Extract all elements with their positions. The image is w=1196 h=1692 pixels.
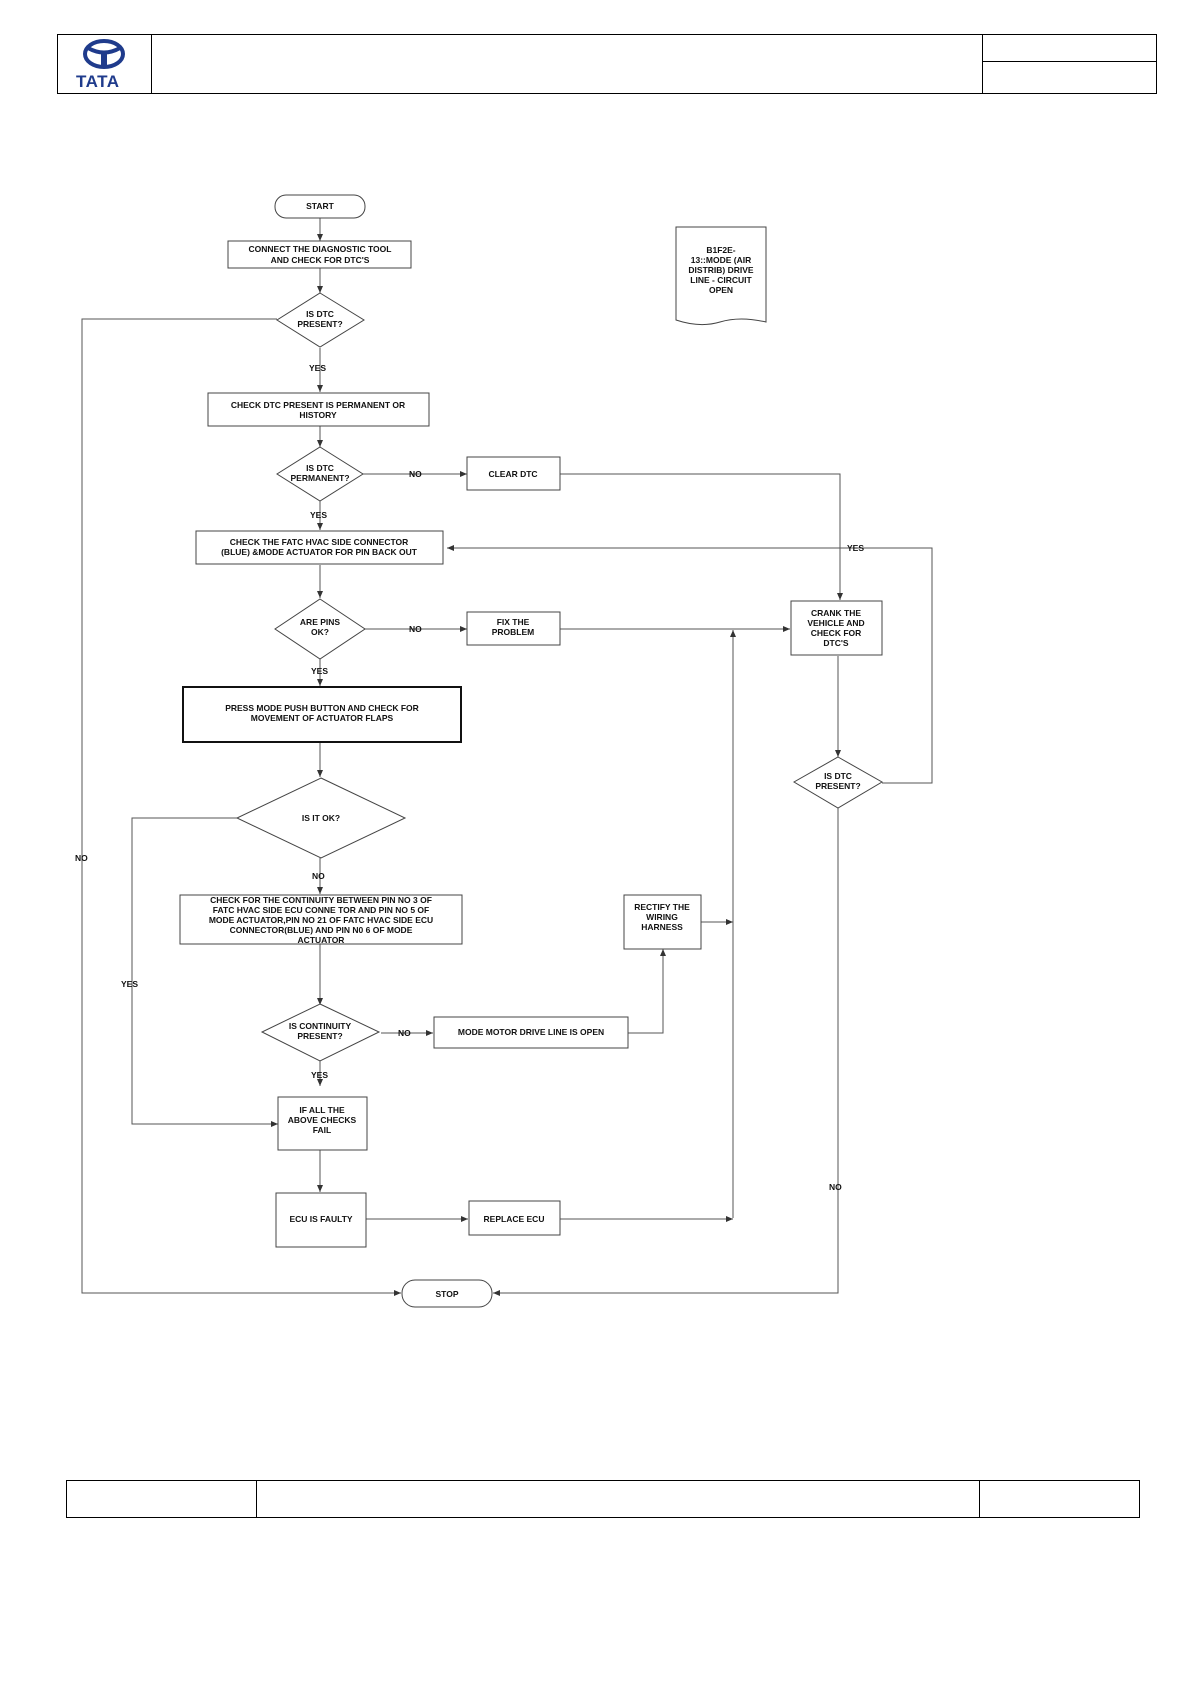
flow-text-10: OK? xyxy=(311,627,329,637)
connectors xyxy=(81,218,933,1296)
start-label: START xyxy=(306,201,335,211)
flow-text-38: STOP xyxy=(436,1289,459,1299)
connect-tool-box: CONNECT THE DIAGNOSTIC TOOL AND CHECK FO… xyxy=(227,240,412,269)
connect-tool-line-1: CONNECT THE DIAGNOSTIC TOOL xyxy=(249,244,392,254)
flow-text-43: OPEN xyxy=(709,285,733,295)
ecu-faulty-box: ECU IS FAULTY xyxy=(275,1192,367,1248)
start-terminal: START xyxy=(274,194,366,219)
press-mode-box: PRESS MODE PUSH BUTTON AND CHECK FOR MOV… xyxy=(182,686,462,743)
flow-text-6: CLEAR DTC xyxy=(488,469,537,479)
flow-text-0: IS DTC xyxy=(306,309,334,319)
flow-text-39: B1F2E- xyxy=(706,245,735,255)
flow-text-8: (BLUE) &MODE ACTUATOR FOR PIN BACK OUT xyxy=(221,547,418,557)
decision-dtc-present-1: IS DTC PRESENT? xyxy=(276,292,365,348)
label-no-pins: NO xyxy=(409,624,422,634)
label-yes-ok: YES xyxy=(121,979,138,989)
decision-is-it-ok: IS IT OK? xyxy=(235,777,407,859)
check-permanent-box: CHECK DTC PRESENT IS PERMANENT OR HISTOR… xyxy=(207,392,430,427)
flow-text-31: PRESENT? xyxy=(297,1031,342,1041)
logo-brand-text: TATA xyxy=(76,72,120,91)
flow-text-16: DTC'S xyxy=(823,638,848,648)
flow-text-28: WIRING xyxy=(646,912,678,922)
flow-text-13: CRANK THE xyxy=(811,608,861,618)
flow-text-1: PRESENT? xyxy=(297,319,342,329)
flow-text-17: PRESS MODE PUSH BUTTON AND CHECK FOR xyxy=(225,703,419,713)
flow-text-2: CHECK DTC PRESENT IS PERMANENT OR xyxy=(231,400,405,410)
stop-terminal: STOP xyxy=(401,1279,493,1308)
flow-text-22: CHECK FOR THE CONTINUITY BETWEEN PIN NO … xyxy=(210,895,432,905)
decision-pins-ok: ARE PINS OK? xyxy=(274,598,366,660)
flow-text-27: RECTIFY THE xyxy=(634,902,690,912)
footer-right-cell xyxy=(979,1481,1139,1517)
flow-text-21: IS IT OK? xyxy=(302,813,340,823)
flow-text-40: 13::MODE (AIR xyxy=(691,255,751,265)
flow-text-12: PROBLEM xyxy=(492,627,535,637)
footer-table xyxy=(66,1480,1140,1518)
motor-open-box: MODE MOTOR DRIVE LINE IS OPEN xyxy=(433,1016,629,1049)
all-checks-fail-box: IF ALL THE ABOVE CHECKS FAIL xyxy=(277,1096,368,1151)
label-no-permanent: NO xyxy=(409,469,422,479)
check-connector-box: CHECK THE FATC HVAC SIDE CONNECTOR (BLUE… xyxy=(195,530,444,565)
flow-text-42: LINE - CIRCUIT xyxy=(690,275,752,285)
label-no-final: NO xyxy=(829,1182,842,1192)
flow-text-14: VEHICLE AND xyxy=(807,618,864,628)
flow-text-33: IF ALL THE xyxy=(299,1105,345,1115)
flow-text-36: ECU IS FAULTY xyxy=(289,1214,352,1224)
label-yes-continuity: YES xyxy=(311,1070,328,1080)
flow-text-9: ARE PINS xyxy=(300,617,340,627)
flow-text-26: ACTUATOR xyxy=(298,935,345,945)
label-yes-loop: YES xyxy=(847,543,864,553)
replace-ecu-box: REPLACE ECU xyxy=(468,1200,561,1236)
crank-vehicle-box: CRANK THE VEHICLE AND CHECK FOR DTC'S xyxy=(790,600,883,656)
flow-text-15: CHECK FOR xyxy=(811,628,862,638)
header-ref-cell xyxy=(982,35,1156,93)
flow-text-7: CHECK THE FATC HVAC SIDE CONNECTOR xyxy=(230,537,409,547)
flow-text-25: CONNECTOR(BLUE) AND PIN N0 6 OF MODE xyxy=(230,925,413,935)
flow-text-29: HARNESS xyxy=(641,922,683,932)
flow-text-23: FATC HVAC SIDE ECU CONNE TOR AND PIN NO … xyxy=(213,905,429,915)
flow-text-30: IS CONTINUITY xyxy=(289,1021,352,1031)
flow-text-34: ABOVE CHECKS xyxy=(288,1115,357,1125)
decision-dtc-present-2: IS DTC PRESENT? xyxy=(793,756,883,809)
flow-text-37: REPLACE ECU xyxy=(484,1214,545,1224)
flow-text-19: IS DTC xyxy=(824,771,852,781)
label-no-continuity: NO xyxy=(398,1028,411,1038)
flow-text-35: FAIL xyxy=(313,1125,331,1135)
fix-problem-box: FIX THE PROBLEM xyxy=(466,611,561,646)
flow-text-20: PRESENT? xyxy=(815,781,860,791)
logo-cell: TATA xyxy=(58,35,152,93)
footer-left-cell xyxy=(67,1481,257,1517)
header-table: TATA xyxy=(57,34,1157,94)
label-yes-permanent: YES xyxy=(310,510,327,520)
check-continuity-box: CHECK FOR THE CONTINUITY BETWEEN PIN NO … xyxy=(179,894,463,945)
label-no-ok: NO xyxy=(312,871,325,881)
tata-logo-icon xyxy=(83,39,125,69)
rectify-harness-box: RECTIFY THE WIRING HARNESS xyxy=(623,894,702,950)
dtc-note-document: B1F2E- 13::MODE (AIR DISTRIB) DRIVE LINE… xyxy=(675,226,767,326)
connect-tool-line-2: AND CHECK FOR DTC'S xyxy=(271,255,370,265)
decision-continuity: IS CONTINUITY PRESENT? xyxy=(260,1003,381,1062)
flow-text-18: MOVEMENT OF ACTUATOR FLAPS xyxy=(251,713,394,723)
flow-text-41: DISTRIB) DRIVE xyxy=(688,265,754,275)
flow-text-4: IS DTC xyxy=(306,463,334,473)
flow-text-5: PERMANENT? xyxy=(290,473,349,483)
flow-text-32: MODE MOTOR DRIVE LINE IS OPEN xyxy=(458,1027,604,1037)
decision-dtc-permanent: IS DTC PERMANENT? xyxy=(276,446,364,502)
label-no-main: NO xyxy=(75,853,88,863)
label-yes-1: YES xyxy=(309,363,326,373)
flow-text-3: HISTORY xyxy=(299,410,337,420)
clear-dtc-box: CLEAR DTC xyxy=(466,456,561,491)
flow-text-11: FIX THE xyxy=(497,617,530,627)
flow-text-24: MODE ACTUATOR,PIN NO 21 OF FATC HVAC SID… xyxy=(209,915,433,925)
label-yes-pins: YES xyxy=(311,666,328,676)
